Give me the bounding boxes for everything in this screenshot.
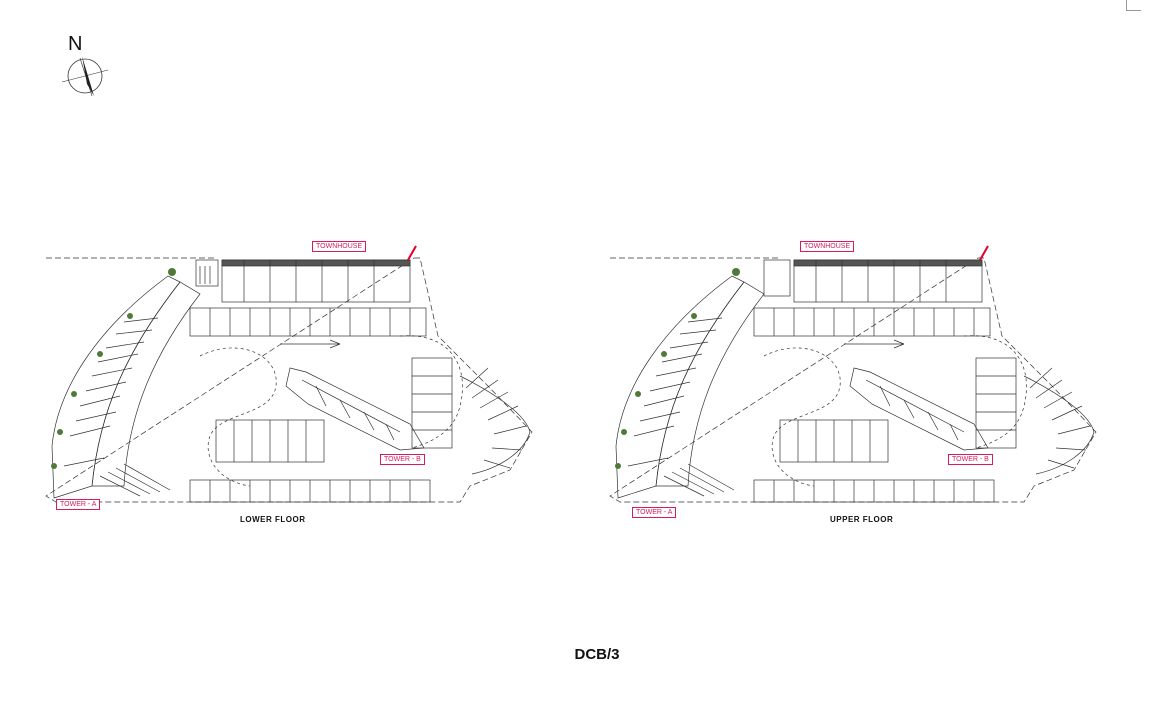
floor-title: UPPER FLOOR	[830, 515, 894, 524]
floor-title: LOWER FLOOR	[240, 515, 306, 524]
floor-plan-lower: TOWNHOUSE TOWER - A TOWER - B LOWER FLOO…	[40, 236, 540, 526]
sheet-corner-mark	[1126, 0, 1141, 11]
tower-b-tag: TOWER - B	[948, 454, 993, 465]
townhouse-tag: TOWNHOUSE	[312, 241, 367, 252]
floor-plan-upper: TOWNHOUSE TOWER - A TOWER - B UPPER FLOO…	[604, 236, 1104, 526]
tower-a-tag: TOWER - A	[56, 499, 101, 510]
north-arrow-icon	[61, 56, 109, 97]
tower-b-tag: TOWER - B	[380, 454, 425, 465]
tower-a-tag: TOWER - A	[632, 507, 677, 518]
floor-plan-drawing	[609, 245, 1097, 503]
sheet-number: DCB/3	[574, 646, 620, 663]
floor-plan-drawing	[45, 245, 533, 503]
townhouse-tag: TOWNHOUSE	[800, 241, 855, 252]
north-label: N	[68, 33, 83, 55]
